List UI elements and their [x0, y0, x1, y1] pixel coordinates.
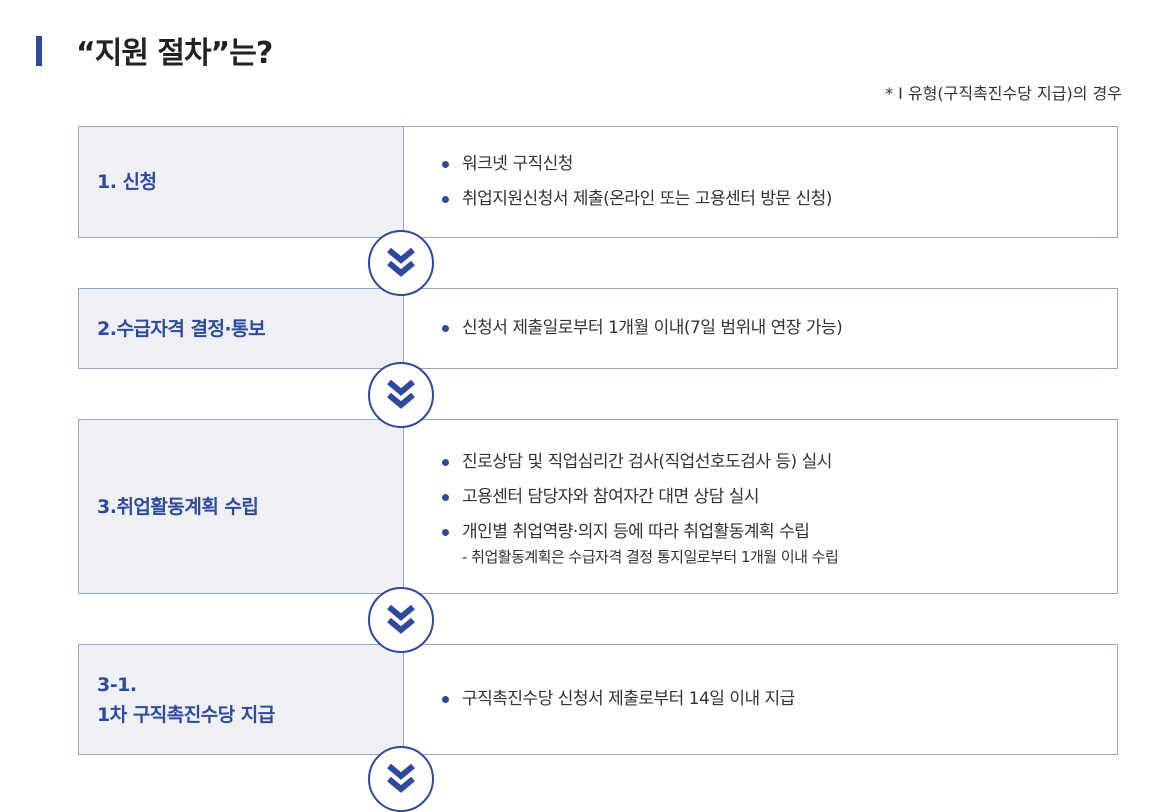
step-head: 1. 신청: [79, 127, 404, 237]
list-item: 진로상담 및 직업심리간 검사(직업선호도검사 등) 실시: [442, 445, 1117, 480]
step-head: 3.취업활동계획 수립: [79, 420, 404, 593]
step-title: 3.취업활동계획 수립: [97, 495, 259, 518]
step-head: 3-1. 1차 구직촉진수당 지급: [79, 645, 404, 754]
list-item: 취업지원신청서 제출(온라인 또는 고용센터 방문 신청): [442, 182, 1117, 217]
step-eligibility: 2.수급자격 결정·통보 신청서 제출일로부터 1개월 이내(7일 범위내 연장…: [78, 288, 1118, 369]
list-item: 개인별 취업역량·의지 등에 따라 취업활동계획 수립: [442, 515, 1117, 550]
step-title: 2.수급자격 결정·통보: [97, 317, 266, 340]
double-chevron-down-icon: [368, 362, 434, 428]
double-chevron-down-icon: [368, 230, 434, 296]
step-head: 2.수급자격 결정·통보: [79, 289, 404, 368]
step-body: 신청서 제출일로부터 1개월 이내(7일 범위내 연장 가능): [404, 289, 1117, 368]
step-plan: 3.취업활동계획 수립 진로상담 및 직업심리간 검사(직업선호도검사 등) 실…: [78, 419, 1118, 594]
step-apply: 1. 신청 워크넷 구직신청 취업지원신청서 제출(온라인 또는 고용센터 방문…: [78, 126, 1118, 238]
step-first-payment: 3-1. 1차 구직촉진수당 지급 구직촉진수당 신청서 제출로부터 14일 이…: [78, 644, 1118, 755]
step-body: 워크넷 구직신청 취업지원신청서 제출(온라인 또는 고용센터 방문 신청): [404, 127, 1117, 237]
double-chevron-down-icon: [368, 746, 434, 812]
page-title: “지원 절차”는?: [76, 36, 273, 71]
sub-note: - 취업활동계획은 수급자격 결정 통지일로부터 1개월 이내 수립: [462, 548, 839, 566]
type-note: * I 유형(구직촉진수당 지급)의 경우: [885, 84, 1122, 103]
list-item: 고용센터 담당자와 참여자간 대면 상담 실시: [442, 480, 1117, 515]
step-body: 진로상담 및 직업심리간 검사(직업선호도검사 등) 실시 고용센터 담당자와 …: [404, 420, 1117, 593]
step-title: 3-1. 1차 구직촉진수당 지급: [97, 673, 275, 726]
list-item: 구직촉진수당 신청서 제출로부터 14일 이내 지급: [442, 682, 1117, 717]
title-accent-bar: [36, 36, 42, 66]
list-item: 워크넷 구직신청: [442, 147, 1117, 182]
list-item: 신청서 제출일로부터 1개월 이내(7일 범위내 연장 가능): [442, 311, 1117, 346]
step-title: 1. 신청: [97, 171, 157, 193]
double-chevron-down-icon: [368, 587, 434, 653]
step-body: 구직촉진수당 신청서 제출로부터 14일 이내 지급: [404, 645, 1117, 754]
